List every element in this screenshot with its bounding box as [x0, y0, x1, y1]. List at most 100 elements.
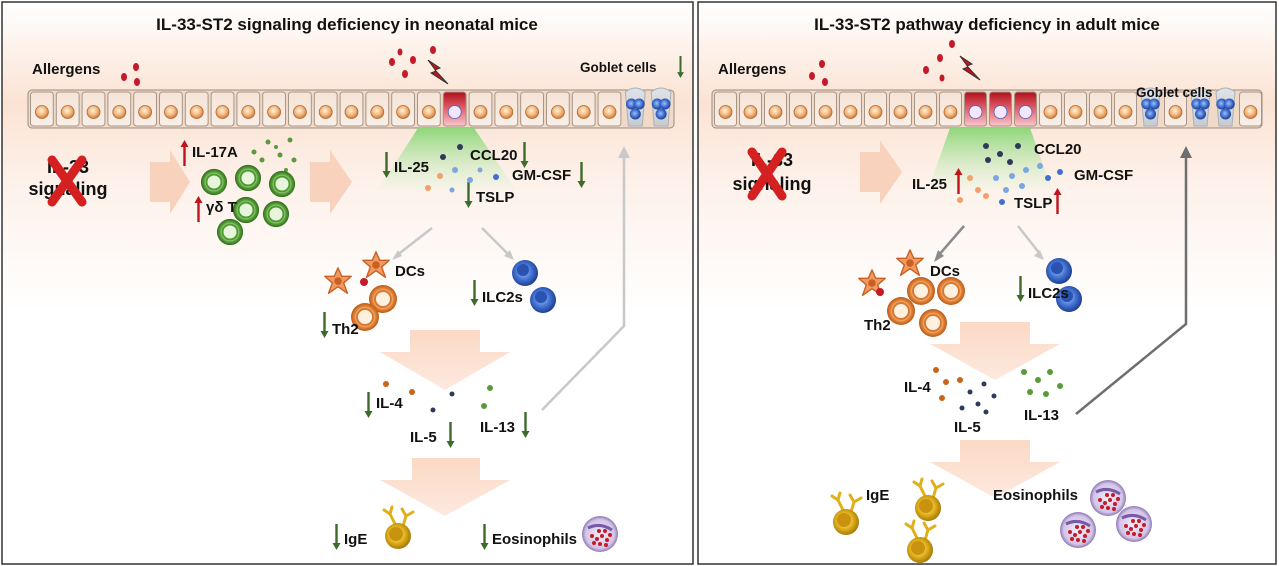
allergen-particles	[809, 40, 955, 86]
gdt-cell	[262, 200, 290, 228]
epithelial-cell	[184, 91, 209, 127]
eos-label: Eosinophils	[492, 531, 577, 548]
ige-label: IgE	[866, 487, 889, 504]
eosinophil-cell	[1114, 504, 1154, 544]
epithelial-cell	[739, 91, 762, 127]
flow-arrow	[150, 150, 190, 214]
epithelial-cell	[417, 91, 441, 127]
gdt-cell	[200, 168, 228, 196]
block-x-icon	[47, 155, 87, 207]
il5-label: IL-5	[954, 419, 981, 436]
th2-cell	[906, 276, 936, 306]
goblet-cell	[1215, 87, 1236, 127]
ilc2s-label: ILC2s	[482, 289, 523, 306]
il25-label: IL-25	[912, 176, 947, 193]
ilc2s-label: ILC2s	[1028, 285, 1069, 302]
dcs-label: DCs	[395, 263, 425, 280]
epithelial-cell	[814, 91, 837, 127]
activated-epithelial-cell	[989, 91, 1012, 127]
th2-label: Th2	[332, 321, 359, 338]
flow-arrow	[930, 322, 1060, 380]
epithelial-cell	[889, 91, 912, 127]
allergen-particle	[360, 278, 368, 286]
epithelial-cell	[520, 91, 545, 127]
flow-arrow	[380, 330, 510, 390]
eosinophil-cell	[580, 514, 620, 554]
panel-adult: IL-33-ST2 pathway deficiency in adult mi…	[697, 1, 1277, 565]
activated-epithelial-cell	[1014, 91, 1037, 127]
goblet-label: Goblet cells	[580, 60, 657, 75]
flow-arrow	[380, 458, 510, 516]
il25-label: IL-25	[394, 159, 429, 176]
epithelium-layer	[27, 87, 675, 129]
eosinophil-cell	[1088, 478, 1128, 518]
il4-label: IL-4	[376, 395, 403, 412]
ige-label: IgE	[344, 531, 367, 548]
panel-frame	[1, 1, 694, 565]
allergens-label: Allergens	[32, 61, 100, 78]
epithelial-cell	[597, 91, 622, 127]
ilc2-cell	[530, 287, 556, 313]
feedback-arrow	[541, 155, 626, 411]
feedback-arrow	[1075, 155, 1188, 415]
dcs-label: DCs	[930, 263, 960, 280]
epithelial-cell	[262, 91, 287, 127]
th2-cell	[936, 276, 966, 306]
epithelial-cell	[1114, 91, 1137, 127]
activated-epithelial-cell	[964, 91, 987, 127]
epithelium-layer	[711, 87, 1263, 129]
cytokine-cone	[378, 128, 516, 190]
goblet-cell	[650, 87, 672, 127]
epithelial-cell	[939, 91, 962, 127]
goblet-cell	[1140, 87, 1161, 127]
il17a-label: IL-17A	[192, 144, 238, 161]
flow-arrow	[930, 440, 1060, 498]
gmcsf-label: GM-CSF	[1074, 167, 1133, 184]
il-dots	[383, 381, 493, 413]
flow-arrow	[860, 140, 902, 204]
epithelial-cell	[546, 91, 570, 127]
eosinophil-cell	[1058, 510, 1098, 550]
gdt-cell	[234, 164, 262, 192]
epithelial-cell	[1064, 91, 1087, 127]
th2-cell	[918, 308, 948, 338]
epithelial-cell	[30, 91, 54, 127]
ccl20-label: CCL20	[470, 147, 518, 164]
il17a-dots	[251, 137, 297, 172]
epithelial-cell	[107, 91, 132, 127]
epithelial-cell	[764, 91, 787, 127]
il5-label: IL-5	[410, 429, 437, 446]
epithelial-cell	[236, 91, 261, 127]
th2-cell	[886, 296, 916, 326]
panel-title: IL-33-ST2 signaling deficiency in neonat…	[156, 15, 538, 34]
epithelial-cell	[494, 91, 519, 127]
epithelial-cell	[313, 91, 338, 127]
il-dots	[933, 367, 1063, 415]
tslp-label: TSLP	[1014, 195, 1052, 212]
gdt-label: γδ T	[206, 199, 237, 216]
gmcsf-label: GM-CSF	[512, 167, 571, 184]
goblet-label: Goblet cells	[1136, 85, 1213, 100]
epithelial-cell	[159, 91, 183, 127]
epithelial-cell	[210, 91, 235, 127]
block-x-icon	[747, 147, 787, 201]
epithelial-cells	[30, 87, 672, 127]
epithelial-cell	[468, 91, 493, 127]
epithelial-cell	[391, 91, 416, 127]
epithelial-cell	[914, 91, 937, 127]
epithelial-cell	[1039, 91, 1062, 127]
panel-title: IL-33-ST2 pathway deficiency in adult mi…	[814, 15, 1160, 34]
il13-label: IL-13	[1024, 407, 1059, 424]
allergen-particle	[876, 288, 884, 296]
tslp-label: TSLP	[476, 189, 514, 206]
th2-label: Th2	[864, 317, 891, 334]
allergens-label: Allergens	[718, 61, 786, 78]
gdt-cell	[216, 218, 244, 246]
feedback-arrowhead	[1180, 146, 1192, 158]
feedback-arrowhead	[618, 146, 630, 158]
epithelial-cell	[288, 91, 312, 127]
gdt-cell	[268, 170, 296, 198]
epithelial-cell	[714, 91, 737, 127]
panel-neonatal: IL-33-ST2 signaling deficiency in neonat…	[1, 1, 694, 565]
